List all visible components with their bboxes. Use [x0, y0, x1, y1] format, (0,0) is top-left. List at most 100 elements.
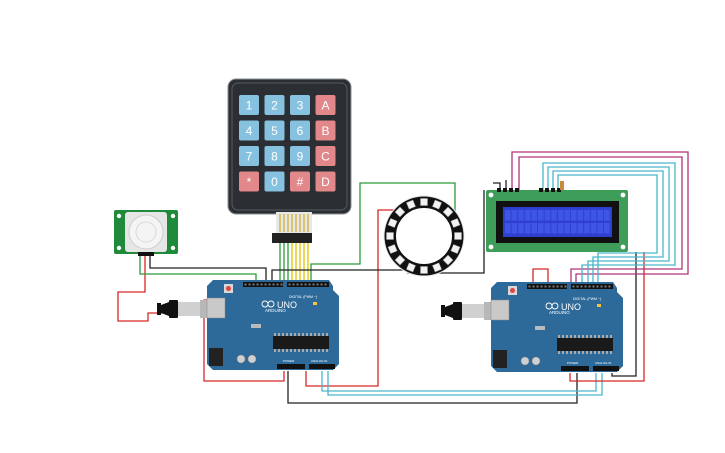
neopixel-led	[420, 198, 428, 206]
lcd-char-cell	[524, 223, 531, 234]
neopixel-led	[406, 199, 416, 210]
lcd-char-cell	[584, 210, 590, 221]
neopixel-led	[394, 254, 406, 266]
lcd-char-cell	[557, 210, 564, 221]
lcd-char-cell	[551, 223, 557, 234]
keypad-key-label: 5	[271, 124, 278, 138]
pir-motion-sensor	[114, 210, 178, 256]
keypad-key-*[interactable]: *	[239, 171, 259, 192]
keypad-key-5[interactable]: 5	[264, 120, 285, 141]
keypad-key-9[interactable]: 9	[290, 146, 310, 166]
lcd-char-cell	[544, 210, 551, 221]
wire-lcd-magenta-1	[511, 151, 689, 290]
lcd-char-cell	[564, 210, 570, 221]
keypad-key-label: 4	[246, 124, 253, 138]
neopixel-led	[442, 254, 454, 266]
neopixel-led	[450, 244, 461, 254]
neopixel-led	[420, 266, 428, 274]
arduino-board	[491, 282, 623, 372]
wire-pir-red	[117, 254, 162, 322]
neopixel-ring	[383, 195, 465, 277]
lcd-char-cell	[524, 210, 531, 221]
neopixel-led	[387, 244, 398, 254]
lcd-char-cell	[531, 210, 537, 221]
keypad-key-A[interactable]: A	[315, 95, 336, 115]
wire-ring-green	[310, 182, 456, 283]
lcd-char-cell	[577, 210, 584, 221]
keypad-key-6[interactable]: 6	[290, 120, 310, 141]
lcd-char-cell	[597, 223, 603, 234]
lcd-char-cell	[571, 223, 577, 234]
keypad-key-label: A	[321, 99, 329, 113]
keypad-key-4[interactable]: 4	[239, 120, 259, 141]
arduino-left-analog: ANALOG IN	[311, 359, 327, 363]
neopixel-led	[432, 262, 442, 273]
keypad-key-label: 1	[246, 99, 253, 113]
keypad-key-label: D	[321, 175, 330, 189]
lcd-char-cell	[511, 223, 518, 234]
lcd-char-cell	[505, 223, 511, 234]
arduino-uno-right: ARDUINO UNO DIGITAL (PWM ~) POWER ANALOG…	[441, 282, 623, 372]
keypad-key-B[interactable]: B	[315, 120, 336, 141]
keypad-key-1[interactable]: 1	[239, 95, 259, 115]
keypad-key-label: 7	[246, 150, 253, 164]
pir-dome	[128, 214, 164, 250]
keypad-key-label: #	[297, 175, 304, 189]
lcd-char-cell	[518, 223, 524, 234]
lcd-char-cell	[551, 210, 557, 221]
lcd-char-cell	[584, 223, 590, 234]
microcontroller-chip	[273, 336, 329, 349]
lcd-char-cell	[511, 210, 518, 221]
wire-lcd-magenta-2	[518, 156, 683, 290]
neopixel-led	[394, 206, 406, 218]
neopixel-led	[454, 232, 462, 240]
arduino-left-power: POWER	[283, 359, 295, 363]
wire-ring-red	[305, 209, 396, 387]
wires	[117, 151, 689, 404]
lcd-16x2	[486, 181, 628, 252]
keypad-key-8[interactable]: 8	[264, 146, 285, 166]
keypad-key-C[interactable]: C	[315, 146, 336, 166]
lcd-char-cell	[531, 223, 537, 234]
lcd-char-cell	[557, 223, 564, 234]
wire-lcd-teal-3	[552, 170, 664, 290]
wire-lcd-black	[493, 182, 501, 190]
keypad-key-0[interactable]: 0	[264, 171, 285, 192]
wire-lcd-teal-4	[557, 174, 658, 290]
keypad-key-label: 6	[297, 124, 304, 138]
lcd-char-cell	[604, 210, 610, 221]
wire-teal-bottom-1	[321, 371, 597, 392]
wire-lcd-teal-1	[542, 162, 676, 290]
keypad-key-label: 9	[297, 150, 304, 164]
lcd-char-cell	[604, 223, 610, 234]
keypad-key-label: 0	[271, 175, 278, 189]
wire-pir-black	[149, 254, 267, 287]
arduino-left-model: UNO	[277, 300, 297, 310]
lcd-char-cell	[538, 210, 544, 221]
wire-teal-bottom-2	[327, 371, 603, 396]
keypad-key-label: C	[321, 150, 330, 164]
wire-right-red-2	[532, 268, 549, 289]
neopixel-led	[386, 232, 394, 240]
neopixel-led	[442, 206, 454, 218]
keypad-key-3[interactable]: 3	[290, 95, 310, 115]
lcd-char-cell	[538, 223, 544, 234]
keypad-key-2[interactable]: 2	[264, 95, 285, 115]
keypad-key-7[interactable]: 7	[239, 146, 259, 166]
keypad-key-label: *	[247, 175, 252, 189]
lcd-char-cell	[577, 223, 584, 234]
lcd-char-cell	[544, 223, 551, 234]
neopixel-led	[432, 199, 442, 210]
arduino-right-brand: ARDUINO	[549, 310, 570, 315]
neopixel-led	[387, 218, 398, 228]
arduino-left-brand: ARDUINO	[265, 308, 286, 313]
keypad-key-#[interactable]: #	[290, 171, 310, 192]
arduino-right-digital: DIGITAL (PWM ~)	[573, 297, 601, 301]
lcd-char-cell	[505, 210, 511, 221]
arduino-right-power: POWER	[567, 361, 579, 365]
keypad-key-label: 2	[271, 99, 278, 113]
lcd-char-cell	[571, 210, 577, 221]
lcd-char-cell	[564, 223, 570, 234]
keypad-key-D[interactable]: D	[315, 171, 336, 192]
